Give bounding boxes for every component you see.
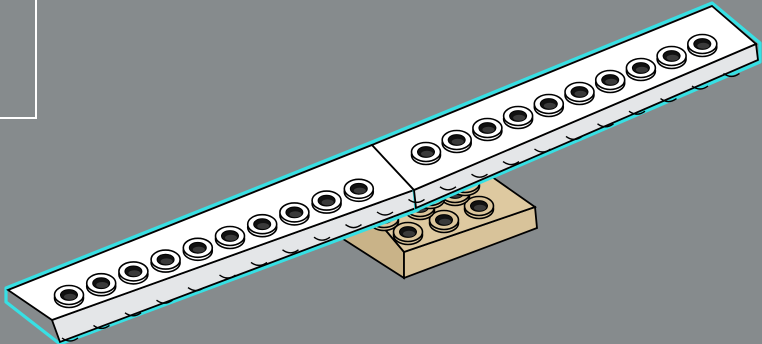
- plate-1x10-right-stud-7: [594, 69, 626, 94]
- plate-1x10-left-stud-10: [343, 178, 375, 203]
- plate-1x10-right: [370, 1, 762, 212]
- plate-1x10-right-stud-3: [472, 117, 503, 142]
- plate-underside-edge: [61, 72, 740, 342]
- plate-1x10-left-stud-6: [214, 225, 246, 250]
- plate-1x10-right-stud-6: [564, 81, 595, 106]
- plate-1x10-left-stud-2: [85, 272, 117, 297]
- plate-1x10-left-stud-9: [311, 190, 342, 214]
- tan-stud-2: [428, 209, 460, 234]
- plate-1x10-right-stud-5: [533, 93, 565, 118]
- plate-1x10-left-stud-7: [246, 213, 278, 238]
- tan-stud-3: [463, 195, 495, 220]
- plate-1x10-right-stud-4: [502, 105, 534, 130]
- plate-1x10-left-stud-3: [118, 261, 149, 285]
- plate-1x10-right-stud-10: [686, 33, 718, 58]
- plate-1x10-left-stud-5: [182, 237, 214, 262]
- plate-1x10-right-stud-1: [410, 141, 442, 166]
- plate-1x10-right-stud-2: [441, 129, 473, 154]
- plate-1x10-left-stud-8: [279, 202, 310, 226]
- plate-1x10-left-stud-1: [53, 284, 85, 309]
- plate-1x10-right-stud-8: [625, 57, 657, 82]
- white-plates-1x10: [4, 1, 762, 344]
- plate-1x10-right-stud-9: [656, 45, 687, 70]
- tan-stud-1: [392, 221, 424, 246]
- callout-frame: [0, 0, 37, 119]
- plate-1x10-left-stud-4: [150, 249, 181, 273]
